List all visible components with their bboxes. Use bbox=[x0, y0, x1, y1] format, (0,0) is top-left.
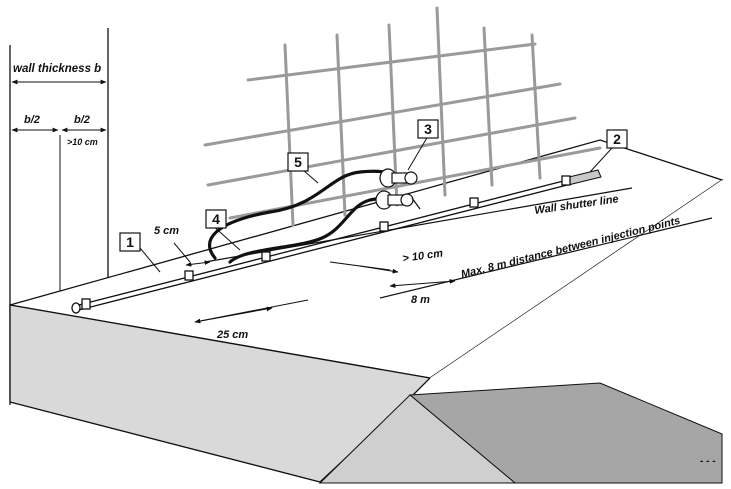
five-cm-leader bbox=[173, 242, 191, 263]
callout-leaders bbox=[139, 135, 613, 273]
trailing-marks: - - - bbox=[700, 456, 716, 467]
slab-wedge-light bbox=[318, 394, 517, 484]
leader-4 bbox=[211, 224, 241, 251]
leader-2 bbox=[589, 147, 613, 173]
callout-1-box bbox=[119, 232, 141, 252]
leader-5 bbox=[302, 169, 319, 184]
callout-1-label: 1 bbox=[126, 234, 134, 250]
half-b-left-label: b/2 bbox=[24, 114, 40, 126]
dimension-arrows bbox=[11, 79, 456, 324]
callout-5-box bbox=[287, 152, 309, 172]
twentyfive-cm-label: 25 cm bbox=[216, 329, 248, 341]
eight-m-label: 8 m bbox=[411, 294, 430, 306]
gt-10cm-dim bbox=[359, 265, 399, 274]
grid-bar-v2 bbox=[335, 33, 347, 217]
callout-4: 4 bbox=[205, 209, 227, 229]
leader-1 bbox=[139, 247, 161, 273]
connector-6 bbox=[561, 175, 571, 186]
min-10cm-small-label: >10 cm bbox=[67, 137, 98, 147]
connector-1 bbox=[81, 298, 91, 310]
packer-lower-cap bbox=[400, 193, 414, 207]
callout-3: 3 bbox=[417, 119, 439, 139]
hose-line-upper bbox=[74, 177, 576, 307]
connector-2 bbox=[184, 270, 194, 281]
concrete-slab bbox=[9, 139, 724, 484]
callout-4-label: 4 bbox=[212, 211, 220, 227]
grid-bar-h2 bbox=[203, 82, 562, 147]
grid-bar-v5 bbox=[482, 26, 494, 187]
packer-lower-stem bbox=[411, 197, 421, 210]
grid-bar-v6 bbox=[530, 33, 542, 180]
five-cm-label: 5 cm bbox=[154, 225, 179, 237]
half-b-right-label: b/2 bbox=[74, 114, 90, 126]
packer-upper-cap bbox=[404, 171, 418, 185]
vent-hose-upper bbox=[208, 169, 402, 260]
callout-1: 1 bbox=[119, 232, 141, 252]
callout-3-box bbox=[417, 119, 439, 139]
hose-start-cap bbox=[71, 302, 81, 314]
grid-bar-h1 bbox=[246, 42, 537, 82]
packers bbox=[375, 168, 421, 210]
grid-bar-v4 bbox=[435, 6, 447, 197]
grid-bar-h3 bbox=[206, 116, 577, 187]
hose-line-lower bbox=[74, 182, 576, 312]
reinforcement-grid bbox=[203, 6, 602, 227]
connector-3 bbox=[261, 251, 271, 262]
callout-3-label: 3 bbox=[424, 121, 432, 137]
connector-4 bbox=[379, 221, 389, 232]
callout-5-label: 5 bbox=[294, 154, 302, 170]
twentyfive-cm-leader bbox=[194, 299, 309, 323]
callout-2-box bbox=[606, 129, 628, 149]
callout-2: 2 bbox=[606, 129, 628, 149]
leader-3 bbox=[407, 135, 429, 171]
gt-10cm-label: > 10 cm bbox=[402, 247, 444, 265]
callout-4-box bbox=[205, 209, 227, 229]
wall-thickness-label: wall thickness b bbox=[13, 63, 101, 75]
grid-bar-v1 bbox=[283, 43, 295, 227]
eight-m-dim bbox=[389, 279, 456, 288]
five-cm-dim bbox=[185, 260, 211, 267]
connector-5 bbox=[469, 197, 479, 208]
callout-5: 5 bbox=[287, 152, 309, 172]
callout-2-label: 2 bbox=[613, 131, 621, 147]
injection-hose bbox=[71, 169, 602, 314]
